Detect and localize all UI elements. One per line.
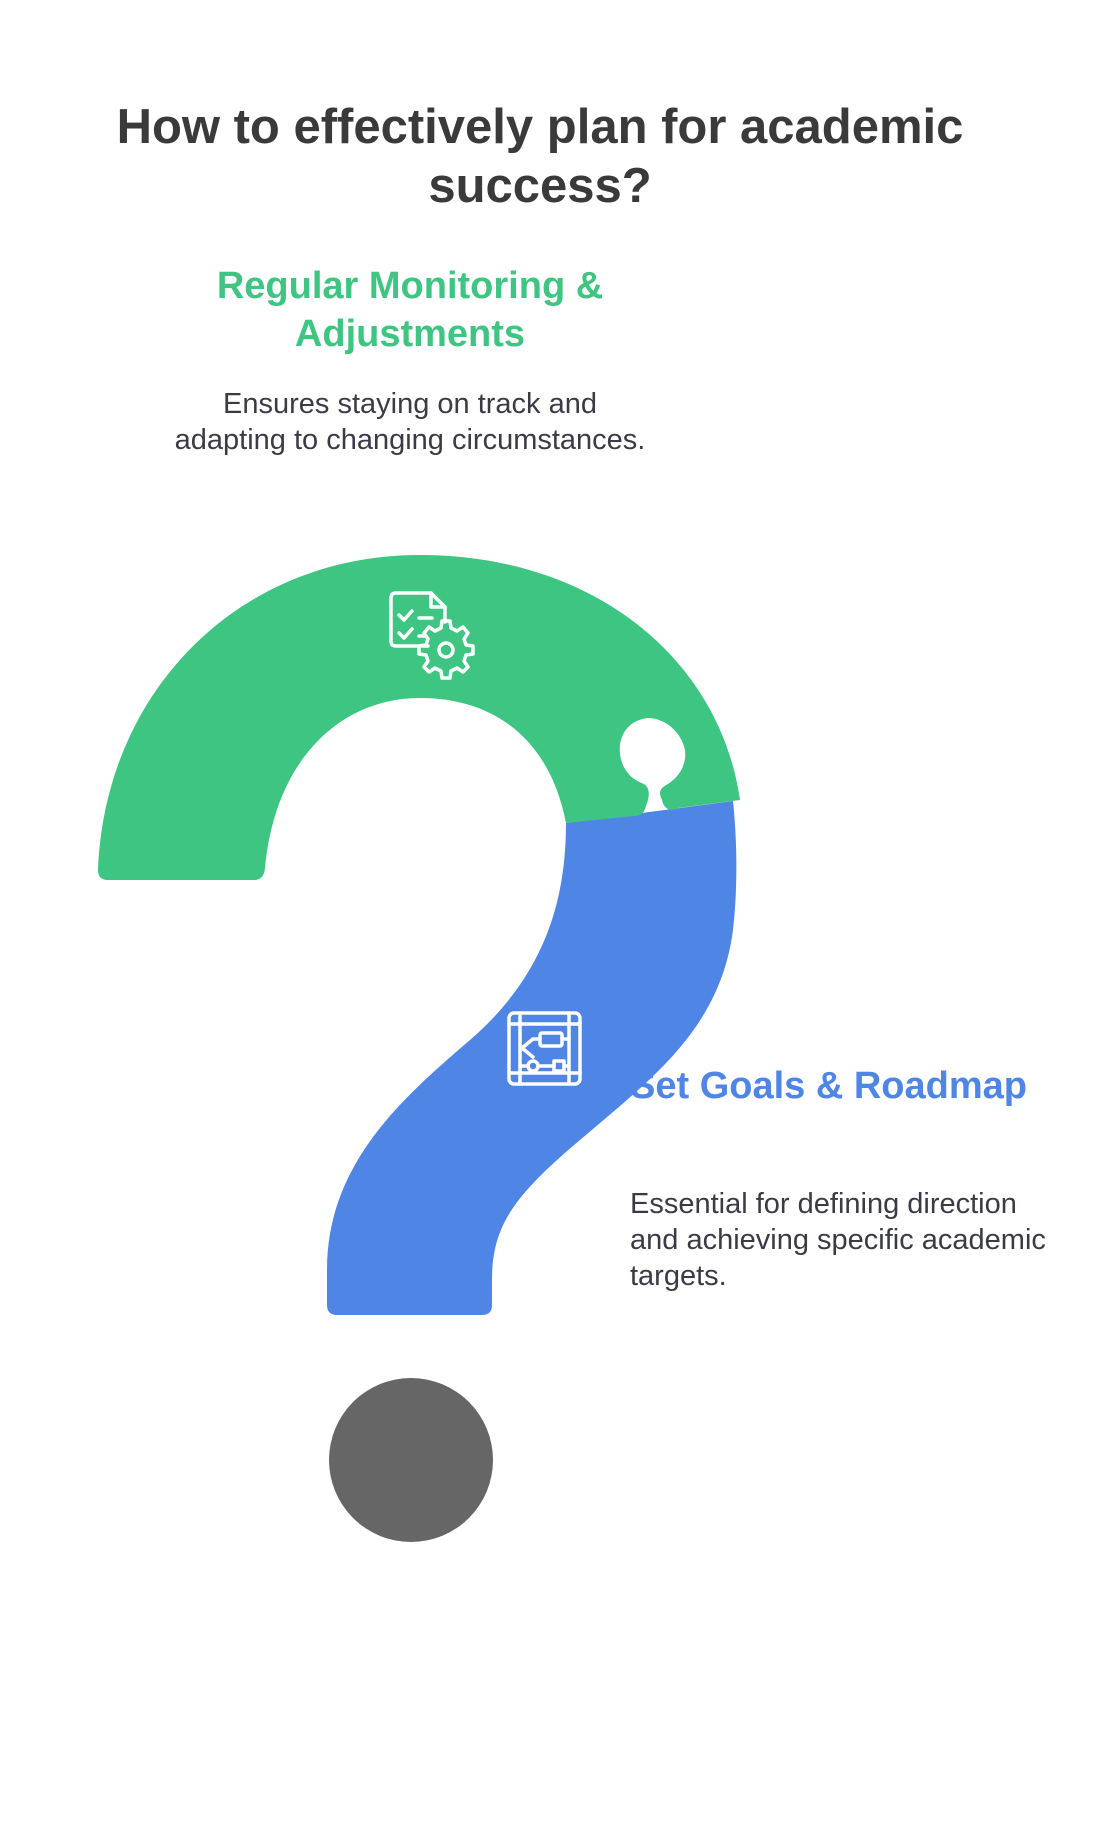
page-title: How to effectively plan for academic suc… — [116, 100, 964, 213]
monitoring-description: Ensures staying on track and adapting to… — [174, 388, 646, 456]
goals-heading: Set Goals & Roadmap — [630, 1065, 1027, 1107]
monitoring-segment — [98, 555, 740, 880]
roadmap-flowchart-icon — [507, 1011, 582, 1086]
goals-description: Essential for defining direction and ach… — [630, 1188, 1046, 1292]
question-dot — [329, 1378, 493, 1542]
checklist-gear-icon — [389, 591, 475, 680]
monitoring-heading: Regular Monitoring & Adjustments — [216, 265, 604, 355]
